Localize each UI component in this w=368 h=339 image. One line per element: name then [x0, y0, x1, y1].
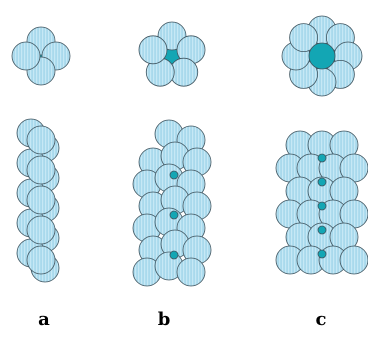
panel-a-side-sphere [26, 185, 56, 215]
panel-b-side-sphere [176, 257, 206, 287]
panel-c-core-atom-side [317, 177, 327, 187]
panel-a-side-sphere [26, 245, 56, 275]
panel-c-top-ring-sphere [289, 23, 319, 53]
panel-b-core-atom-side [169, 250, 179, 260]
panel-c-structure [275, 15, 368, 275]
panel-c-side-sphere [339, 245, 368, 275]
panel-b-core-atom-side [169, 170, 179, 180]
panel-c-core-atom [308, 42, 336, 70]
panel-c-core-atom-side [317, 153, 327, 163]
panel-label-a: a [38, 309, 50, 330]
panel-label-c: c [315, 309, 327, 330]
panel-label-b: b [157, 309, 171, 330]
panel-a-top-ring-sphere [11, 41, 41, 71]
panel-a-side-sphere [26, 215, 56, 245]
panel-c-core-atom-side [317, 249, 327, 259]
panel-c-core-atom-side [317, 201, 327, 211]
panel-b-core-atom-side [169, 210, 179, 220]
panel-a-structure [11, 26, 71, 283]
panel-b-top-ring-sphere [138, 35, 168, 65]
panel-c-core-atom-side [317, 225, 327, 235]
panel-b-structure [132, 21, 212, 287]
panel-a-side-sphere [26, 155, 56, 185]
panel-a-side-sphere [26, 125, 56, 155]
